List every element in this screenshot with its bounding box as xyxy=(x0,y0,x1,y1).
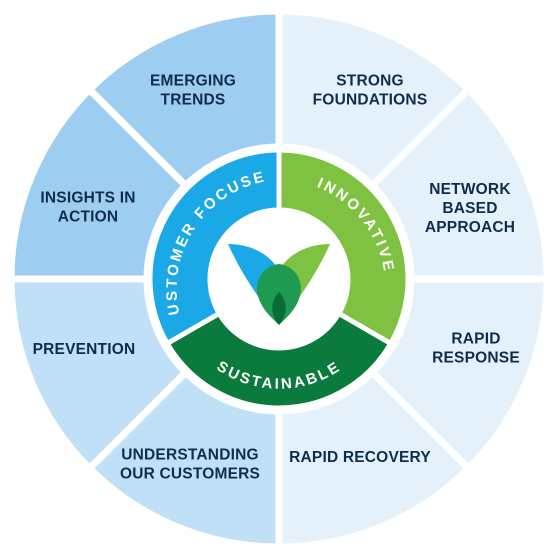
segment-label-line: BASED xyxy=(442,200,497,217)
segment-label-emerging-trends: EMERGING TRENDS xyxy=(150,73,236,109)
segment-label-line: OUR CUSTOMERS xyxy=(120,466,260,483)
segment-network-based-approach xyxy=(368,85,551,283)
segment-label-insights-in-action: INSIGHTS IN ACTION xyxy=(40,190,135,226)
inner-ring xyxy=(147,147,411,411)
segment-label-network-based-approach: NETWORK BASED APPROACH xyxy=(425,181,515,236)
segment-label-line: STRONG xyxy=(336,73,404,90)
segment-label-line: TRENDS xyxy=(161,92,226,109)
segment-label-line: RESPONSE xyxy=(432,350,520,367)
segment-label-rapid-response: RAPID RESPONSE xyxy=(432,331,520,367)
segment-label-prevention: PREVENTION xyxy=(33,341,136,358)
segment-emerging-trends xyxy=(85,7,283,190)
segment-label-line: ACTION xyxy=(58,209,119,226)
outer-segment-labels: STRONG FOUNDATIONS NETWORK BASED APPROACH RAP… xyxy=(33,73,520,483)
segment-insights-in-action xyxy=(7,85,190,283)
leaf-v-logo-icon xyxy=(228,244,330,325)
segment-label-line: APPROACH xyxy=(425,219,515,236)
segment-rapid-recovery xyxy=(275,368,473,551)
segment-label-line: RAPID RECOVERY xyxy=(289,449,431,466)
segment-label-line: FOUNDATIONS xyxy=(313,92,428,109)
outer-segments xyxy=(7,7,551,551)
segment-label-understanding-our-customers: UNDERSTANDING OUR CUSTOMERS xyxy=(120,447,260,483)
segment-prevention xyxy=(7,275,190,473)
segment-strong-foundations xyxy=(275,7,473,190)
segment-rapid-response xyxy=(368,275,551,473)
segment-label-line: EMERGING xyxy=(150,73,236,90)
segment-label-line: RAPID xyxy=(451,331,500,348)
segment-understanding-our-customers xyxy=(85,368,283,551)
segment-label-rapid-recovery: RAPID RECOVERY xyxy=(289,449,431,466)
segment-label-line: NETWORK xyxy=(429,181,511,198)
segment-label-line: UNDERSTANDING xyxy=(121,447,259,464)
segment-label-strong-foundations: STRONG FOUNDATIONS xyxy=(313,73,428,109)
segment-label-line: PREVENTION xyxy=(33,341,136,358)
segment-label-line: INSIGHTS IN xyxy=(40,190,135,207)
